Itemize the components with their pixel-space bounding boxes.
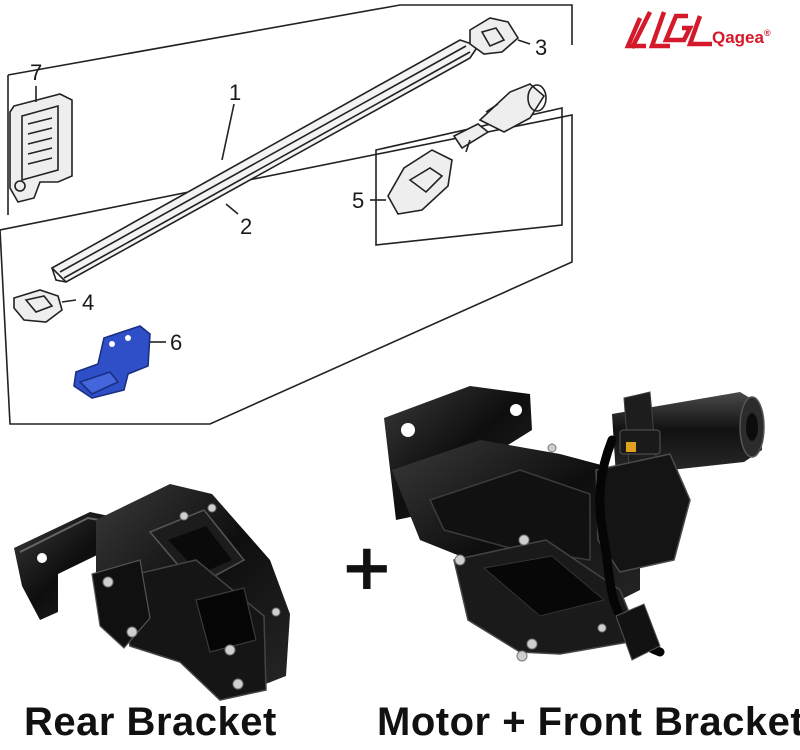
callout-5: 5 xyxy=(352,188,364,213)
part-3-bracket xyxy=(469,17,531,55)
rear-bracket-photo xyxy=(14,484,290,701)
callout-4: 4 xyxy=(82,290,94,315)
part-7-bracket xyxy=(9,86,73,203)
callout-2: 2 xyxy=(240,214,252,239)
callout-7: 7 xyxy=(30,60,42,85)
parts-diagram xyxy=(0,4,573,425)
brand-logo xyxy=(624,10,712,50)
plus-sign: + xyxy=(340,531,394,605)
brand-name-text: Qagea xyxy=(712,28,764,47)
brand-registered-mark: ® xyxy=(763,28,771,38)
motor-front-bracket-photo xyxy=(384,386,765,662)
callout-3: 3 xyxy=(535,35,547,60)
callout-6: 6 xyxy=(170,330,182,355)
caption-motor-front-bracket: Motor + Front Bracket xyxy=(377,700,800,744)
part-4-bracket xyxy=(13,289,77,323)
caption-rear-bracket: Rear Bracket xyxy=(24,700,277,744)
running-board xyxy=(50,39,480,283)
brand-name: Qagea® xyxy=(712,28,771,48)
part-6-bracket-highlighted xyxy=(73,325,151,399)
part-5-motor-drawing xyxy=(370,83,547,215)
callout-1: 1 xyxy=(229,80,241,105)
diagram-frame-upper xyxy=(7,4,573,76)
